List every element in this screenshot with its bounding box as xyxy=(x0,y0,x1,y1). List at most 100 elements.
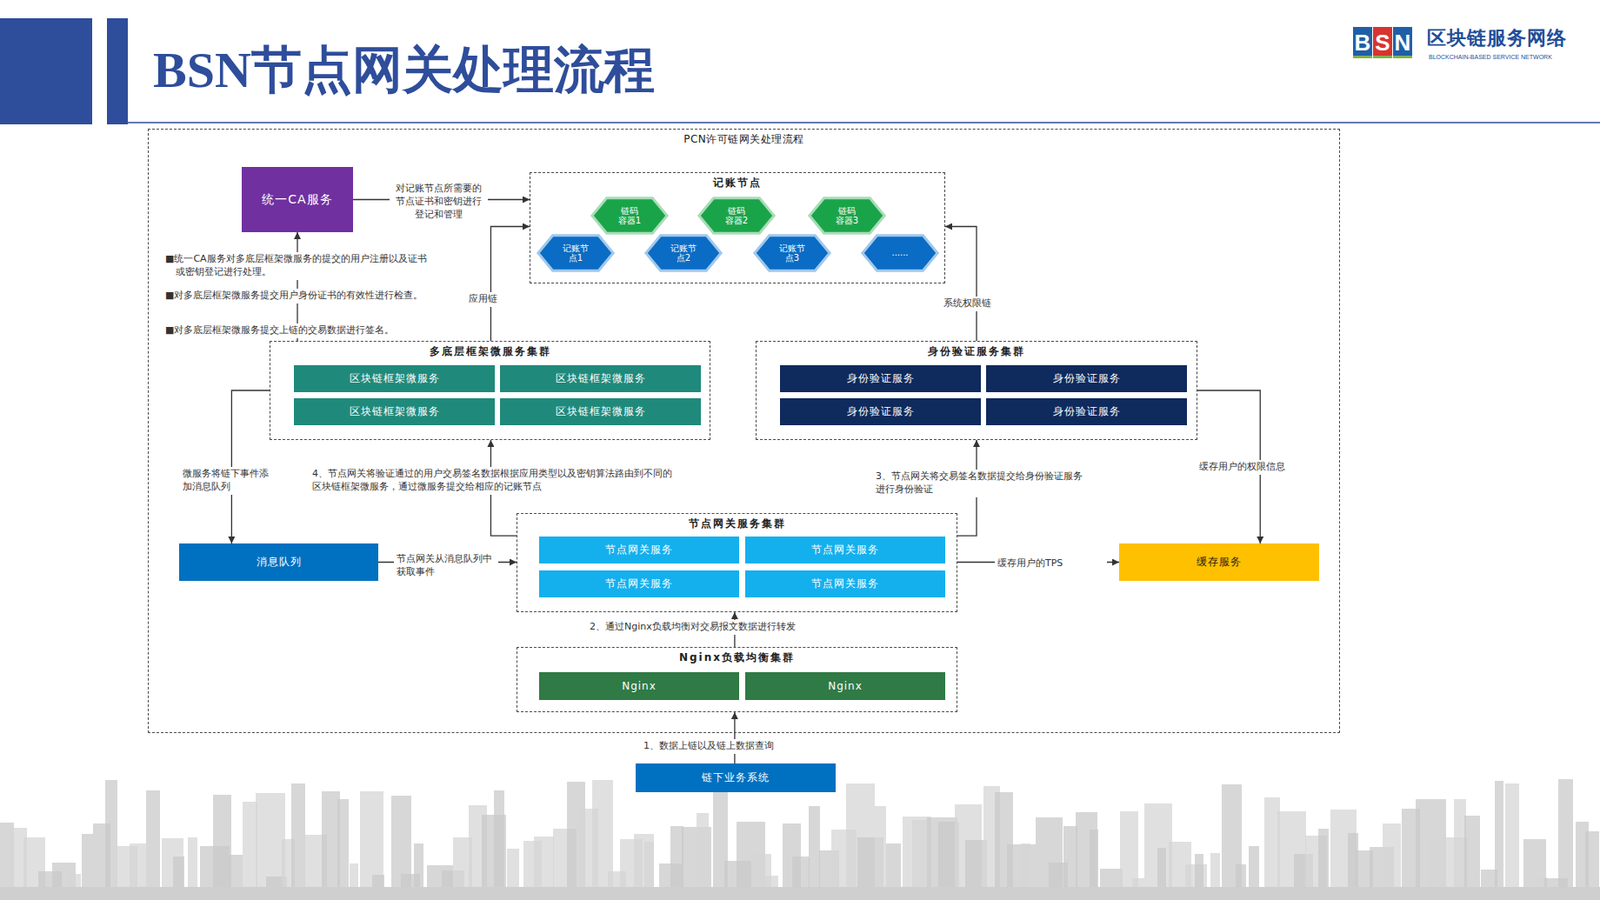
building-shape xyxy=(337,799,349,900)
cluster-group: 节点网关服务集群节点网关服务节点网关服务节点网关服务节点网关服务 xyxy=(516,513,958,613)
node-label: 记账节 点3 xyxy=(778,243,807,264)
service-box: Nginx xyxy=(745,672,946,700)
building-shape xyxy=(105,780,118,900)
node-label: 区块链框架微服务 xyxy=(555,404,647,420)
group-heading: PCN许可链网关处理流程 xyxy=(148,132,1340,147)
cluster-group: 多底层框架微服务集群区块链框架微服务区块链框架微服务区块链框架微服务区块链框架微… xyxy=(269,340,711,440)
service-box: 缓存服务 xyxy=(1119,543,1320,581)
page-title: BSN节点网关处理流程 xyxy=(153,45,655,96)
service-box: 身份验证服务 xyxy=(780,398,981,426)
service-box: 节点网关服务 xyxy=(745,536,946,564)
node-label: Nginx xyxy=(827,680,863,693)
service-box: Nginx xyxy=(539,672,740,700)
connector-arrow xyxy=(945,226,977,341)
connector-arrow xyxy=(490,226,530,341)
cluster-group: Nginx负载均衡集群 Nginx Nginx xyxy=(516,646,958,713)
ground-band xyxy=(0,886,1600,900)
service-box: 节点网关服务 xyxy=(745,570,946,598)
connector-label: 应用链 xyxy=(466,292,507,307)
node-label: 节点网关服务 xyxy=(811,576,880,592)
node-label: 身份验证服务 xyxy=(846,371,915,387)
group-heading: 多底层框架微服务集群 xyxy=(270,344,710,360)
node-label: 节点网关服务 xyxy=(605,542,674,558)
header-rule xyxy=(127,121,1600,124)
note-text: ■对多底层框架微服务提交上链的交易数据进行签名。 xyxy=(163,323,435,339)
node-label: 身份验证服务 xyxy=(1053,404,1121,420)
connector-label: 1、数据上链以及链上数据查询 xyxy=(640,739,846,754)
connector-label: 4、节点网关将验证通过的用户交易签名数据根据应用类型以及密钥算法路由到不同的区块… xyxy=(309,466,675,495)
node-hexagon: 链码 容器2 xyxy=(698,197,775,234)
connector-label: 缓存用户的TPS xyxy=(994,556,1107,572)
node-label: ...... xyxy=(886,247,915,259)
group-heading: 节点网关服务集群 xyxy=(517,516,957,532)
node-label: 身份验证服务 xyxy=(1053,371,1121,387)
node-label: Nginx xyxy=(621,680,657,693)
note-text: ■对多底层框架微服务提交用户身份证书的有效性进行检查。 xyxy=(163,288,435,304)
connector-label: 微服务将链下事件添加消息队列 xyxy=(180,466,280,495)
building-shape xyxy=(1075,812,1098,900)
logo-text: 区块链服务网络 xyxy=(1424,24,1570,53)
node-label: 记账节 点2 xyxy=(669,243,699,264)
node-label: 区块链框架微服务 xyxy=(555,371,647,387)
connector-label: 节点网关从消息队列中获取事件 xyxy=(393,552,499,580)
node-label: 区块链框架微服务 xyxy=(349,404,440,420)
group-heading: 记账节点 xyxy=(530,175,945,191)
service-box: 节点网关服务 xyxy=(539,570,740,598)
node-label: 链码 容器1 xyxy=(615,206,645,227)
node-label: 统一CA服务 xyxy=(261,192,333,208)
logo-letter: B xyxy=(1353,26,1373,59)
header-bar xyxy=(106,18,128,125)
connector-label: 2、通过Nginx负载均衡对交易报文数据进行转发 xyxy=(586,620,894,635)
node-hexagon: ...... xyxy=(861,234,939,272)
node-label: 区块链框架微服务 xyxy=(349,371,440,387)
building-shape xyxy=(321,791,340,900)
node-label: 链码 容器3 xyxy=(833,206,862,227)
cluster-group: 身份验证服务集群身份验证服务身份验证服务身份验证服务身份验证服务 xyxy=(755,340,1198,440)
logo-letter: N xyxy=(1393,26,1413,59)
connector-label: 系统权限链 xyxy=(940,296,1013,312)
connector-label: 对记账节点所需要的节点证书和密钥进行登记和管理 xyxy=(389,181,488,223)
logo-letter: S xyxy=(1373,26,1393,59)
service-box: 统一CA服务 xyxy=(241,166,354,233)
building-shape xyxy=(146,790,160,900)
node-hexagon: 记账节 点2 xyxy=(645,234,722,272)
building-shape xyxy=(1558,779,1574,900)
node-hexagon: 链码 容器3 xyxy=(808,197,886,234)
service-box: 区块链框架微服务 xyxy=(293,398,495,426)
service-box: 身份验证服务 xyxy=(986,398,1187,426)
service-box: 区块链框架微服务 xyxy=(500,398,701,426)
service-box: 链下业务系统 xyxy=(635,763,836,793)
building-shape xyxy=(874,806,887,900)
service-box: 区块链框架微服务 xyxy=(293,365,495,393)
building-shape xyxy=(1505,783,1520,900)
service-box: 消息队列 xyxy=(179,543,379,581)
service-box: 节点网关服务 xyxy=(539,536,740,564)
node-label: 身份验证服务 xyxy=(846,404,915,420)
building-shape xyxy=(808,806,820,900)
connector-label: 缓存用户的权限信息 xyxy=(1196,460,1330,475)
header-block xyxy=(0,18,93,125)
node-label: 链下业务系统 xyxy=(701,770,770,786)
logo-subtext: BLOCKCHAIN-BASED SERVICE NETWORK xyxy=(1426,52,1555,62)
outer-region: PCN许可链网关处理流程统一CA服务 记账节点链码 容器1 链码 容器2 链码 容器3… xyxy=(147,128,1340,734)
group-heading: Nginx负载均衡集群 xyxy=(517,650,957,666)
cluster-group: 记账节点链码 容器1 链码 容器2 链码 容器3 记账节 点1 记账节 点2 记账节 点3… xyxy=(529,172,946,284)
node-hexagon: 链码 容器1 xyxy=(591,197,668,234)
service-box: 身份验证服务 xyxy=(986,365,1187,393)
building-shape xyxy=(242,801,258,900)
service-box: 区块链框架微服务 xyxy=(500,365,701,393)
connector-label: 3、节点网关将交易签名数据提交给身份验证服务进行身份验证 xyxy=(873,469,1087,498)
building-shape xyxy=(1144,803,1173,900)
node-hexagon: 记账节 点1 xyxy=(537,234,614,272)
connector-arrow xyxy=(733,712,735,764)
note-text: ■统一CA服务对多底层框架微服务的提交的用户注册以及证书或密钥登记进行处理。 xyxy=(163,252,435,280)
group-heading: 身份验证服务集群 xyxy=(756,344,1197,360)
building-shape xyxy=(1453,799,1467,900)
building-shape xyxy=(213,794,232,900)
node-label: 记账节 点1 xyxy=(561,243,591,264)
node-label: 节点网关服务 xyxy=(811,542,880,558)
building-shape xyxy=(291,783,306,900)
service-box: 身份验证服务 xyxy=(780,365,981,393)
building-shape xyxy=(493,790,505,900)
building-shape xyxy=(360,791,384,900)
